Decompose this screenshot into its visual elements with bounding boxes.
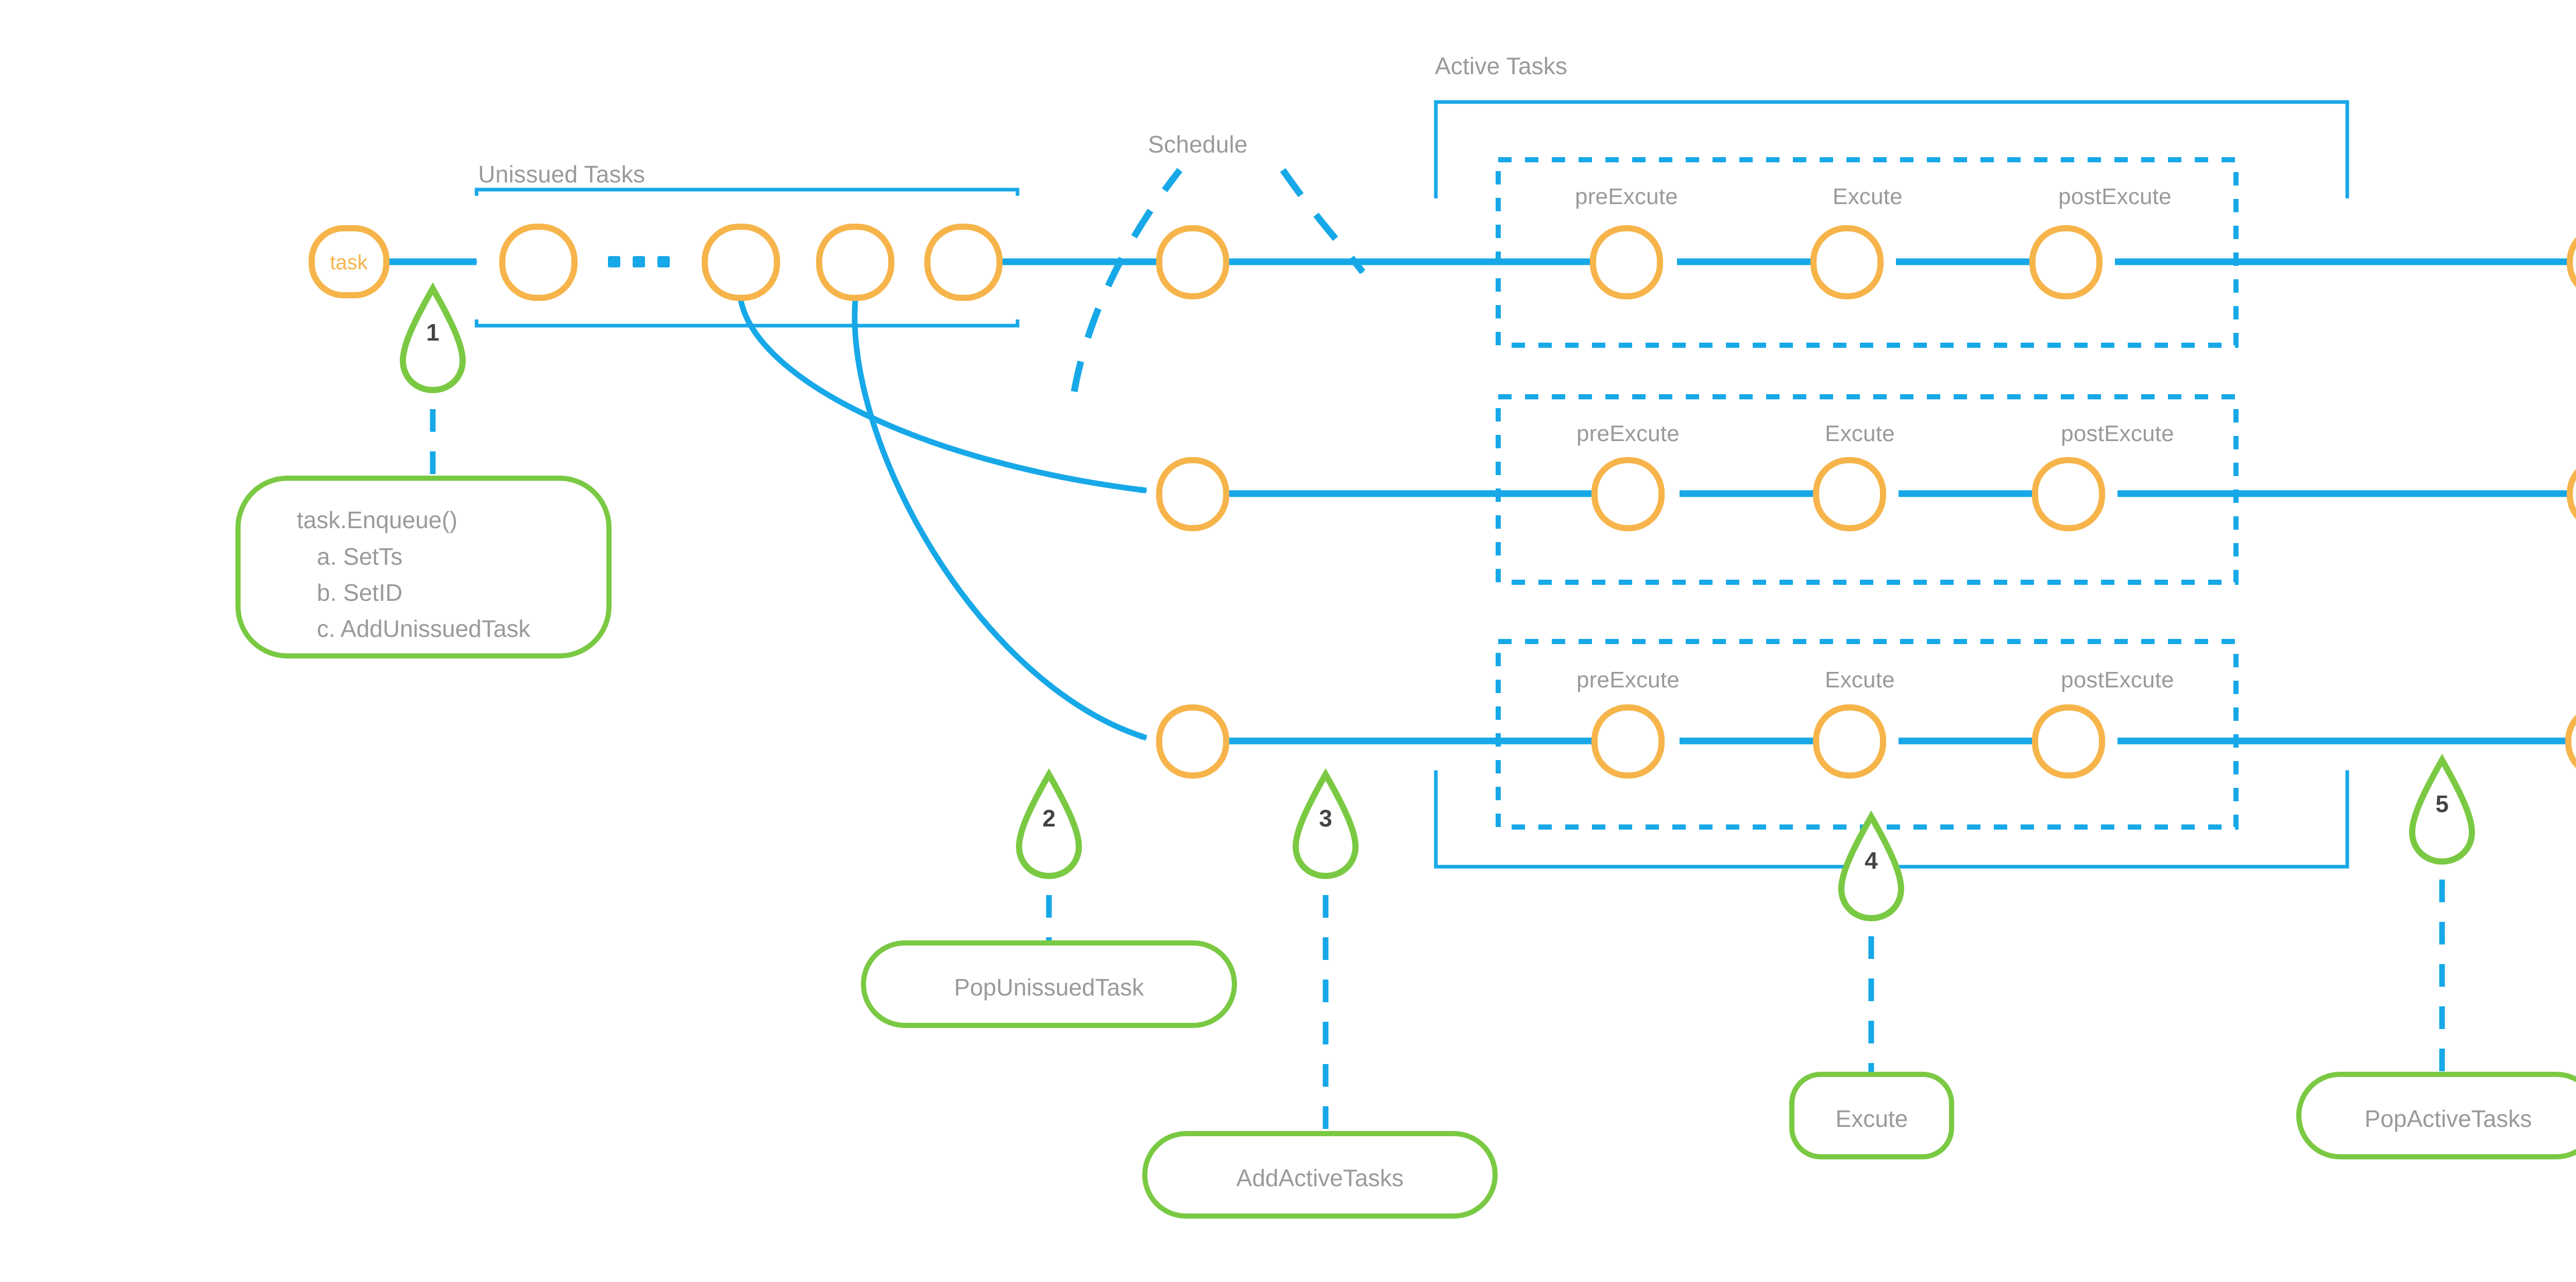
node-label-task: task xyxy=(330,251,368,274)
node-row1-post xyxy=(2029,225,2103,299)
schedule-dashed-right xyxy=(1280,168,1366,274)
node-schedule-row3 xyxy=(1156,704,1229,779)
marker-number-2: 2 xyxy=(1042,805,1056,832)
stage-label-row2-exec: Excute xyxy=(1825,421,1895,446)
callout-1-title: task.Enqueue() xyxy=(297,507,457,533)
marker-4-shape xyxy=(1838,810,1905,922)
edge-queue-to-row3 xyxy=(852,300,1146,741)
edge-queue-to-row2 xyxy=(738,299,1146,491)
stage-label-row1-post: postExcute xyxy=(2058,184,2172,209)
node-unissued-4 xyxy=(924,224,1003,301)
stage-label-row3-exec: Excute xyxy=(1825,667,1895,693)
schedule-dashed-left xyxy=(1071,167,1183,393)
row2-stage-box xyxy=(1496,394,2239,585)
callout-boxes xyxy=(235,476,2576,1219)
stage-label-row2-pre: preExcute xyxy=(1577,421,1680,446)
node-row1-exec xyxy=(1810,225,1884,299)
callout-1-item-b: b. SetID xyxy=(317,579,403,606)
queue-ellipsis-dots xyxy=(608,256,670,267)
node-unissued-3 xyxy=(816,224,894,301)
group-label-schedule: Schedule xyxy=(1148,131,1248,158)
callout-5-title: PopActiveTasks xyxy=(2364,1105,2532,1132)
callout-box-3 xyxy=(1142,1131,1498,1219)
callout-1-item-c: c. AddUnissuedTask xyxy=(317,615,531,642)
node-row2-post xyxy=(2032,457,2105,531)
callout-box-4 xyxy=(1789,1072,1954,1159)
callout-4-title: Excute xyxy=(1835,1105,1908,1132)
callout-3-title: AddActiveTasks xyxy=(1236,1165,1404,1191)
node-row1-pre xyxy=(1590,225,1663,299)
marker-number-5: 5 xyxy=(2435,790,2449,817)
marker-5-shape xyxy=(2409,753,2476,865)
node-row3-end xyxy=(2565,715,2576,768)
marker-number-3: 3 xyxy=(1319,805,1332,832)
callout-1-item-a: a. SetTs xyxy=(317,543,403,570)
node-row2-end xyxy=(2567,469,2576,519)
node-row3-exec xyxy=(1813,704,1886,779)
group-label-active-tasks: Active Tasks xyxy=(1435,53,1568,79)
node-row1-end xyxy=(2567,237,2576,288)
flow-edges xyxy=(386,167,2571,745)
node-row3-post xyxy=(2032,704,2105,779)
callout-box-2 xyxy=(861,940,1237,1028)
marker-leaders xyxy=(430,367,2445,1139)
node-unissued-1 xyxy=(499,224,578,301)
stage-label-row1-pre: preExcute xyxy=(1575,184,1678,209)
marker-2-shape xyxy=(1015,768,1082,880)
stage-label-row3-pre: preExcute xyxy=(1577,667,1680,693)
marker-1-shape xyxy=(399,282,466,394)
marker-3-shape xyxy=(1292,768,1359,880)
marker-number-4: 4 xyxy=(1865,847,1878,874)
row1-stage-box xyxy=(1496,157,2239,348)
marker-number-1: 1 xyxy=(426,319,439,346)
group-label-unissued-tasks: Unissued Tasks xyxy=(478,161,646,188)
callout-box-1 xyxy=(235,476,612,659)
node-unissued-2 xyxy=(702,224,780,301)
node-schedule-row2 xyxy=(1156,457,1229,531)
active-tasks-bracket xyxy=(1434,100,2349,869)
marker-teardrops xyxy=(399,282,2476,922)
node-row2-pre xyxy=(1591,457,1665,531)
task-nodes xyxy=(309,224,2576,779)
callout-2-title: PopUnissuedTask xyxy=(954,974,1144,1001)
callout-box-5 xyxy=(2296,1072,2576,1159)
stage-label-row3-post: postExcute xyxy=(2061,667,2174,693)
node-schedule-row1 xyxy=(1156,225,1229,299)
node-row3-pre xyxy=(1591,704,1665,779)
node-row2-exec xyxy=(1813,457,1886,531)
stage-label-row1-exec: Excute xyxy=(1833,184,1903,209)
stage-label-row2-post: postExcute xyxy=(2061,421,2174,446)
unissued-tasks-bracket xyxy=(474,188,1020,328)
node-task xyxy=(309,225,389,298)
